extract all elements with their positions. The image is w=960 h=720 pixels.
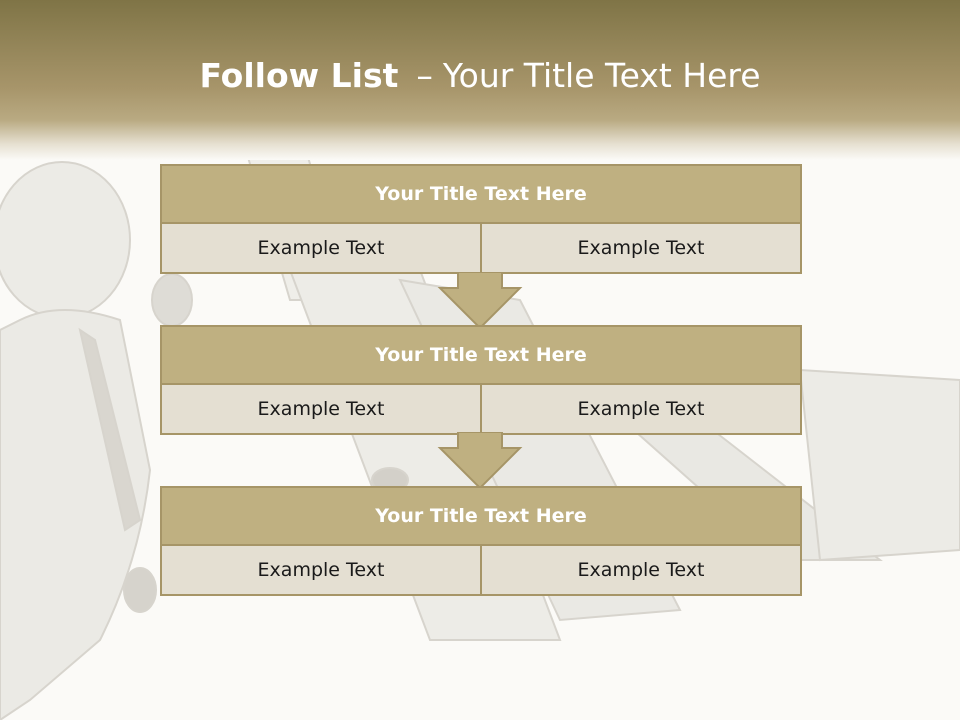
title-banner: [0, 0, 960, 160]
block-row: Example Text Example Text: [162, 224, 800, 272]
title-bold: Follow List: [199, 56, 399, 95]
block-cell-right: Example Text: [480, 224, 800, 272]
list-block-3: Your Title Text Here Example Text Exampl…: [160, 486, 802, 596]
title-separator: –: [416, 56, 433, 95]
block-title: Your Title Text Here: [162, 166, 800, 224]
block-cell-right: Example Text: [480, 546, 800, 594]
title-rest: Your Title Text Here: [442, 56, 761, 95]
block-row: Example Text Example Text: [162, 385, 800, 433]
block-cell-left: Example Text: [162, 224, 480, 272]
block-title: Your Title Text Here: [162, 488, 800, 546]
down-arrow-icon: [437, 432, 523, 490]
list-block-1: Your Title Text Here Example Text Exampl…: [160, 164, 802, 274]
slide-title: Follow List–Your Title Text Here: [0, 54, 960, 98]
block-row: Example Text Example Text: [162, 546, 800, 594]
block-title: Your Title Text Here: [162, 327, 800, 385]
list-block-2: Your Title Text Here Example Text Exampl…: [160, 325, 802, 435]
block-cell-left: Example Text: [162, 546, 480, 594]
block-cell-left: Example Text: [162, 385, 480, 433]
block-cell-right: Example Text: [480, 385, 800, 433]
down-arrow-icon: [437, 272, 523, 330]
